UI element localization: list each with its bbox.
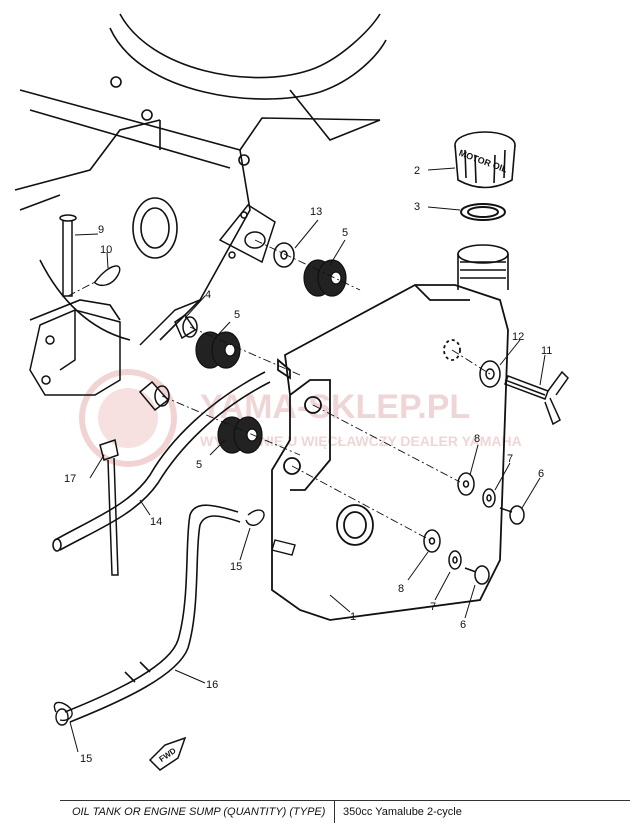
callout-5-top: 5 [342,227,348,239]
footer-bar: OIL TANK OR ENGINE SUMP (QUANTITY) (TYPE… [60,800,630,823]
bushing-4 [139,299,201,346]
footer-right-value: 350cc Yamalube 2-cycle [343,806,462,818]
gasket-3 [460,203,506,221]
engine-frame [14,13,387,341]
hose-14 [52,371,271,552]
bushing-lower [138,380,170,412]
callout-2: 2 [414,165,420,177]
tank-outlet-fitting [271,539,296,556]
callout-8-upper: 8 [474,433,480,445]
callout-4: 4 [205,289,211,301]
washer-8b [423,529,441,553]
grommet-5-mid [195,331,241,369]
callout-8-lower: 8 [398,583,404,595]
callout-10: 10 [100,244,112,256]
callout-7-lower: 7 [430,601,436,613]
clip-15-lower [53,701,73,726]
callout-12: 12 [512,331,524,343]
watermark-subtitle: WYŁĄCZNIE U WIĘCŁAWCZY DEALER YAMAHA [200,433,522,449]
callout-5-mid: 5 [234,309,240,321]
footer-left-label: OIL TANK OR ENGINE SUMP (QUANTITY) (TYPE… [60,801,335,823]
callout-7-upper: 7 [507,453,513,465]
washer-7b [448,550,462,570]
washer-13 [273,242,295,268]
grommet-5-low [217,416,263,454]
screw-6b [464,565,490,585]
callout-6-lower: 6 [460,619,466,631]
clip-10 [93,265,121,287]
hose-16 [64,504,241,723]
filler-neck [457,244,509,290]
grommet-5-top [303,259,347,297]
callout-9: 9 [98,224,104,236]
callout-16: 16 [206,679,218,691]
callout-14: 14 [150,516,162,528]
callout-1: 1 [350,611,356,623]
washer-7a [482,488,496,508]
washer-8a [457,472,475,496]
mount-stud [218,204,276,264]
callout-3: 3 [414,201,420,213]
wing-bolt-11 [504,370,569,426]
callout-17: 17 [64,473,76,485]
callout-13: 13 [310,206,322,218]
callouts: 2 3 4 5 5 5 13 9 10 11 12 8 7 6 8 7 6 1 … [64,165,552,765]
fwd-arrow: FWD [148,736,187,771]
leader-lines [69,167,546,753]
callout-6-upper: 6 [538,468,544,480]
washer-12 [479,360,501,388]
callout-15-upper: 15 [230,561,242,573]
filler-cap: MOTOR OIL [454,131,516,189]
mounting-bracket [29,309,121,396]
screw-6a [499,505,525,525]
callout-11: 11 [541,345,552,357]
oil-tank-body [271,284,509,621]
callout-5-low: 5 [196,459,202,471]
callout-15-lower: 15 [80,753,92,765]
alignment-lines [67,239,491,541]
pin-9 [59,214,77,297]
cable-tie-17 [99,439,119,576]
clip-15-upper [245,509,265,526]
